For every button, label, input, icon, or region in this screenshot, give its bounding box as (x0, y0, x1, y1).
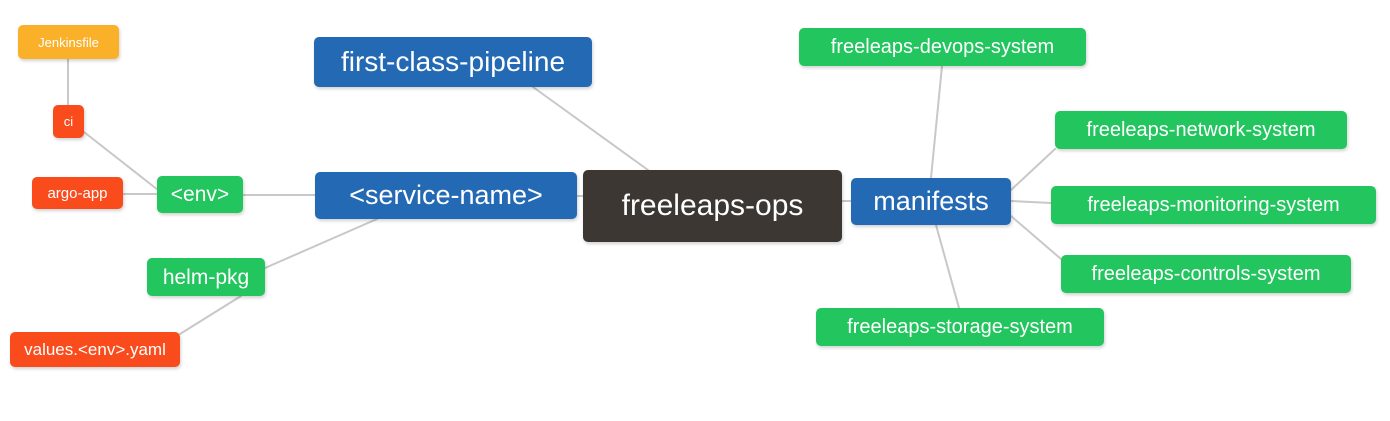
node-service-name[interactable]: <service-name> (315, 172, 577, 219)
node-label-env: <env> (170, 183, 230, 206)
edge-pipeline-ops (532, 86, 649, 171)
node-argo-app[interactable]: argo-app (32, 177, 123, 209)
node-freeleaps-ops[interactable]: freeleaps-ops (583, 170, 842, 242)
node-label-freeleaps-storage-system: freeleaps-storage-system (847, 316, 1073, 338)
node-freeleaps-network-system[interactable]: freeleaps-network-system (1055, 111, 1347, 149)
edge-manifests-monitoring (1010, 200, 1052, 204)
node-manifests[interactable]: manifests (851, 178, 1011, 225)
node-label-values-yaml: values.<env>.yaml (24, 340, 166, 359)
node-helm-pkg[interactable]: helm-pkg (147, 258, 265, 296)
node-freeleaps-controls-system[interactable]: freeleaps-controls-system (1061, 255, 1351, 293)
node-label-manifests: manifests (873, 186, 989, 216)
node-label-first-class-pipeline: first-class-pipeline (340, 46, 566, 77)
node-jenkinsfile[interactable]: Jenkinsfile (18, 25, 119, 59)
node-label-jenkinsfile: Jenkinsfile (38, 34, 99, 50)
node-label-freeleaps-devops-system: freeleaps-devops-system (830, 36, 1055, 58)
node-label-helm-pkg: helm-pkg (162, 265, 250, 289)
node-first-class-pipeline[interactable]: first-class-pipeline (314, 37, 592, 87)
node-label-service-name: <service-name> (349, 180, 543, 210)
node-freeleaps-monitoring-system[interactable]: freeleaps-monitoring-system (1051, 186, 1376, 224)
edge-manifests-devops (930, 65, 943, 179)
edge-helmpkg-servicename (264, 218, 378, 269)
node-label-freeleaps-controls-system: freeleaps-controls-system (1091, 263, 1321, 285)
node-label-freeleaps-ops: freeleaps-ops (621, 189, 804, 222)
edge-valuesyaml-helmpkg (179, 295, 242, 335)
node-label-argo-app: argo-app (47, 184, 108, 202)
node-label-freeleaps-network-system: freeleaps-network-system (1086, 119, 1316, 141)
node-freeleaps-devops-system[interactable]: freeleaps-devops-system (799, 28, 1086, 66)
node-env[interactable]: <env> (157, 176, 243, 213)
edge-manifests-network (1010, 148, 1056, 191)
edge-manifests-storage (935, 224, 960, 309)
node-label-freeleaps-monitoring-system: freeleaps-monitoring-system (1087, 194, 1340, 216)
node-ci[interactable]: ci (53, 105, 84, 138)
node-freeleaps-storage-system[interactable]: freeleaps-storage-system (816, 308, 1104, 346)
node-values-yaml[interactable]: values.<env>.yaml (10, 332, 180, 367)
node-label-ci: ci (63, 114, 74, 129)
